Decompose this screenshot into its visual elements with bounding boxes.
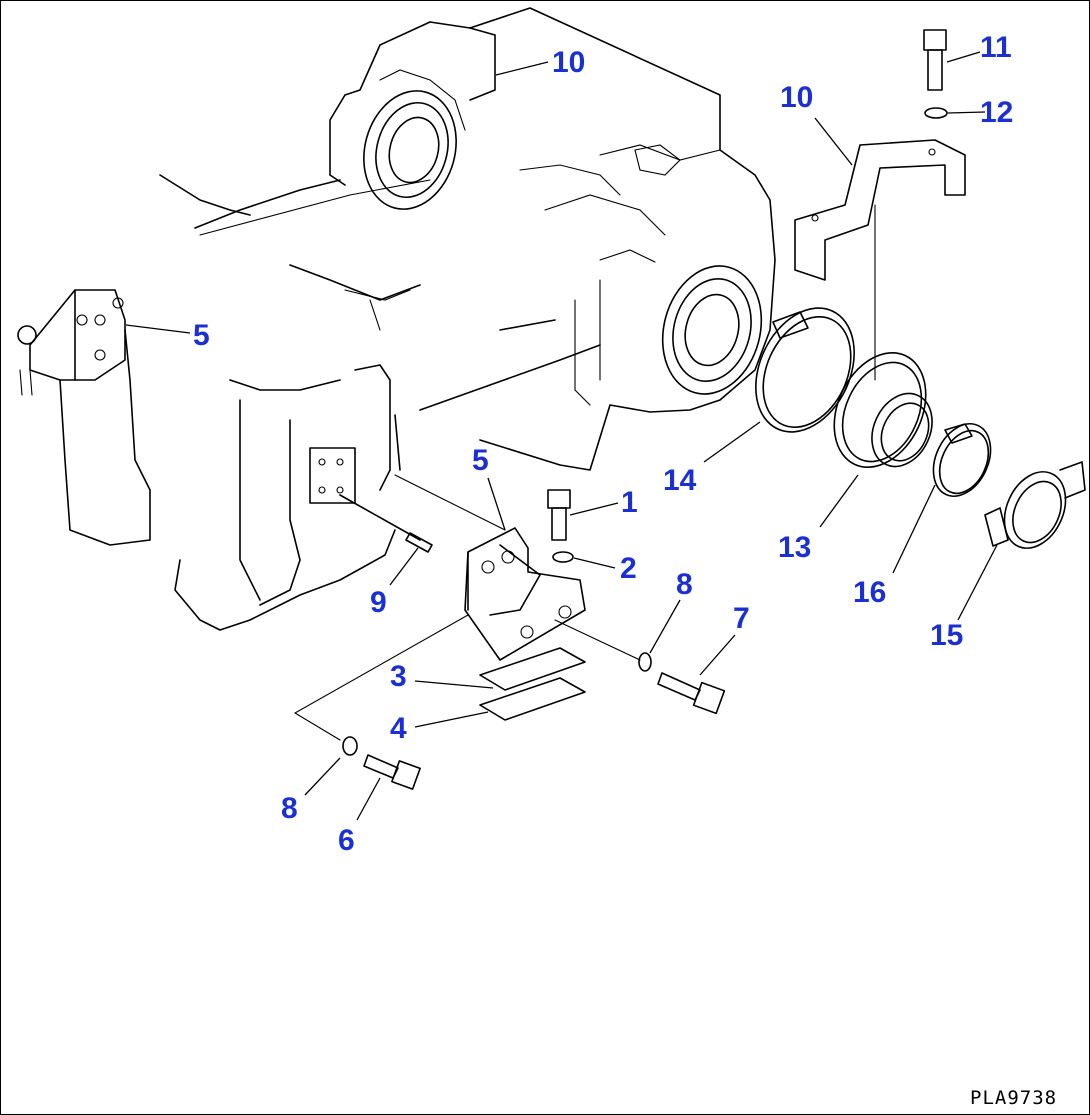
callout-10-right: 10 [780, 81, 813, 114]
callout-16: 16 [853, 576, 886, 609]
callout-7: 7 [733, 602, 750, 635]
washer-2 [552, 551, 574, 563]
callout-15: 15 [930, 619, 963, 652]
left-mount-bracket [17, 289, 151, 546]
callout-5-front: 5 [472, 444, 489, 477]
callout-5-left: 5 [193, 319, 210, 352]
washer-8-right [638, 652, 652, 672]
callout-3: 3 [390, 660, 407, 693]
boot-13 [833, 351, 933, 469]
bolt-6 [363, 754, 421, 790]
callout-1: 1 [621, 486, 638, 519]
pin-9 [339, 494, 433, 553]
bolt-7 [657, 672, 726, 715]
support-bracket [794, 139, 966, 281]
callout-11: 11 [980, 31, 1012, 64]
front-mount-bracket [464, 527, 586, 721]
clamp-16 [932, 423, 992, 497]
assembly-guide-lines [199, 179, 876, 741]
callout-6: 6 [338, 824, 355, 857]
callout-8-right: 8 [676, 568, 693, 601]
callout-14: 14 [663, 464, 697, 497]
drawing-number: PLA9738 [970, 1087, 1057, 1109]
washer-12 [924, 107, 948, 119]
bolt-1 [547, 489, 571, 541]
transmission-housing [159, 7, 776, 631]
callout-8-left: 8 [281, 792, 298, 825]
bolt-11 [923, 29, 947, 91]
callout-4: 4 [390, 712, 407, 745]
callout-labels: 10 10 11 12 5 5 1 2 14 13 16 15 9 8 7 3 … [193, 31, 1013, 857]
cover-15 [984, 461, 1086, 549]
callout-13: 13 [778, 531, 811, 564]
washer-8-left [342, 736, 358, 756]
callout-12: 12 [980, 96, 1013, 129]
callout-2: 2 [620, 552, 637, 585]
callout-10-top: 10 [552, 46, 585, 79]
callout-9: 9 [370, 586, 387, 619]
leader-lines [125, 51, 998, 821]
